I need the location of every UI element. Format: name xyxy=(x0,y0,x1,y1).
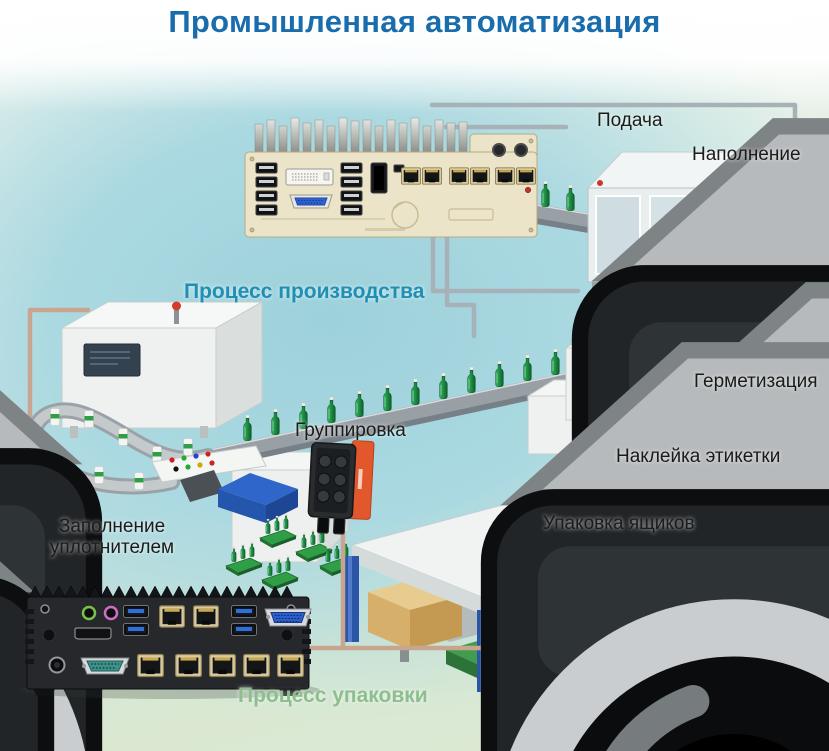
usb3-port xyxy=(231,605,257,618)
ethernet-port xyxy=(469,167,491,185)
station-label-grouping: Группировка xyxy=(295,420,406,441)
hdmi-port xyxy=(74,627,112,640)
production-industrial-pc xyxy=(244,117,538,238)
station-label-labeling: Наклейка этикетки xyxy=(616,446,781,467)
station-label-feed: Подача xyxy=(597,110,663,131)
ethernet-port xyxy=(158,605,186,628)
ethernet-port xyxy=(192,605,220,628)
conveyor-lower xyxy=(205,370,579,470)
station-label-sealant-fill: Заполнение уплотнителем xyxy=(36,516,188,559)
ethernet-port xyxy=(174,653,203,678)
usb3-port xyxy=(123,623,149,636)
section-label-packaging: Процесс упаковки xyxy=(238,684,428,707)
packaging-industrial-pc xyxy=(25,585,312,696)
page-title: Промышленная автоматизация xyxy=(168,4,661,39)
usb3-port xyxy=(123,605,149,618)
ethernet-port xyxy=(208,653,237,678)
station-label-filling: Наполнение xyxy=(692,144,801,165)
ethernet-port xyxy=(515,167,537,185)
status-led xyxy=(524,186,532,194)
vga-port xyxy=(264,608,312,627)
reset-button xyxy=(514,143,528,157)
ethernet-port xyxy=(136,653,165,678)
ethernet-port xyxy=(448,167,470,185)
ethernet-port xyxy=(242,653,271,678)
antenna-port xyxy=(40,604,50,614)
station-label-box-packing: Упаковка ящиков xyxy=(543,513,695,534)
dvi-port xyxy=(285,168,334,186)
ethernet-port xyxy=(494,167,516,185)
conveyor-s-curve xyxy=(26,402,216,495)
mic-jack xyxy=(103,605,119,621)
serial-port xyxy=(80,657,130,675)
power-button xyxy=(492,143,506,157)
section-label-production: Процесс производства xyxy=(184,280,425,303)
ethernet-port xyxy=(400,167,422,185)
smart-camera-grouping xyxy=(307,440,375,535)
ethernet-port xyxy=(276,653,305,678)
ethernet-port xyxy=(421,167,443,185)
audio-out-jack xyxy=(81,605,97,621)
station-label-sealant-line1: Заполнение xyxy=(58,516,166,537)
station-label-sealant-line2: уплотнителем xyxy=(49,537,175,559)
usb3-port xyxy=(231,623,257,636)
machine-blue-box xyxy=(218,473,298,523)
control-panel xyxy=(151,445,267,483)
vga-port xyxy=(289,194,333,209)
machine-dark-block xyxy=(180,470,224,502)
usb-ports xyxy=(255,162,363,216)
station-label-sealing: Герметизация xyxy=(694,371,818,392)
